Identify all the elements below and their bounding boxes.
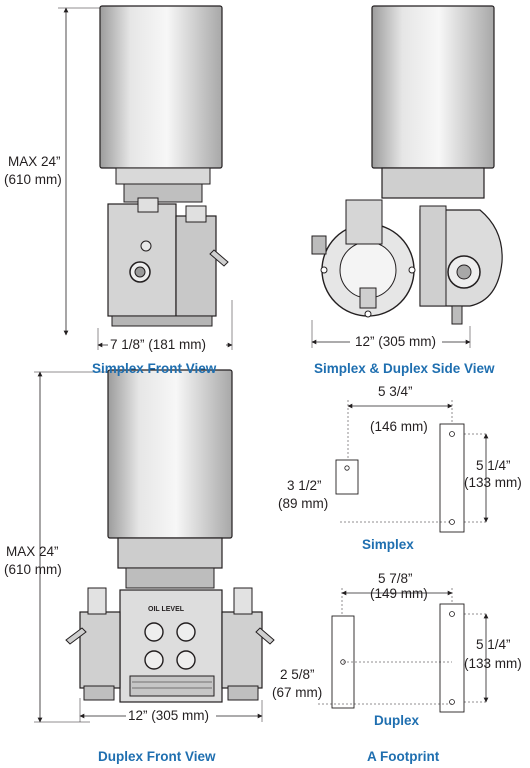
duplex-height-label-line2: (610 mm)	[4, 562, 62, 577]
duplex-front-view	[34, 369, 275, 724]
simplex-width-label: 7 1/8” (181 mm)	[110, 337, 207, 352]
fp-simplex-offset-label-line1: 3 1/2”	[287, 478, 322, 493]
fp-duplex-width-label-line2: (149 mm)	[370, 586, 428, 601]
footprint-duplex	[318, 588, 489, 713]
footprint-caption: A Footprint	[367, 749, 440, 764]
fp-simplex-width-label-line1: 5 3/4”	[378, 384, 413, 399]
simplex-front-view-caption: Simplex Front View	[92, 361, 217, 376]
duplex-front-view-caption: Duplex Front View	[98, 749, 216, 764]
fp-duplex-offset-label-line1: 2 5/8”	[280, 667, 315, 682]
footprint-simplex	[335, 400, 489, 533]
fp-simplex-offset-label-line2: (89 mm)	[278, 496, 329, 511]
fp-simplex-width-label-line2: (146 mm)	[370, 419, 428, 434]
duplex-height-label-line1: MAX 24”	[6, 544, 59, 559]
fp-simplex-depth-label-line1: 5 1/4”	[476, 458, 511, 473]
fp-duplex-width-label-line1: 5 7/8”	[378, 571, 413, 586]
simplex-height-label-line2: (610 mm)	[4, 172, 62, 187]
fp-simplex-caption: Simplex	[362, 537, 414, 552]
side-view	[311, 5, 503, 350]
side-view-width-label: 12” (305 mm)	[355, 334, 437, 349]
duplex-width-label: 12” (305 mm)	[128, 708, 210, 723]
simplex-height-label-line1: MAX 24”	[8, 154, 61, 169]
simplex-front-view	[58, 5, 233, 353]
fp-simplex-depth-label-line2: (133 mm)	[464, 475, 522, 490]
oil-level-label: OIL LEVEL	[148, 606, 185, 613]
fp-duplex-depth-label-line1: 5 1/4”	[476, 637, 511, 652]
fp-duplex-caption: Duplex	[374, 713, 420, 728]
side-view-caption: Simplex & Duplex Side View	[314, 361, 495, 376]
fp-duplex-depth-label-line2: (133 mm)	[464, 656, 522, 671]
fp-duplex-offset-label-line2: (67 mm)	[272, 685, 323, 700]
